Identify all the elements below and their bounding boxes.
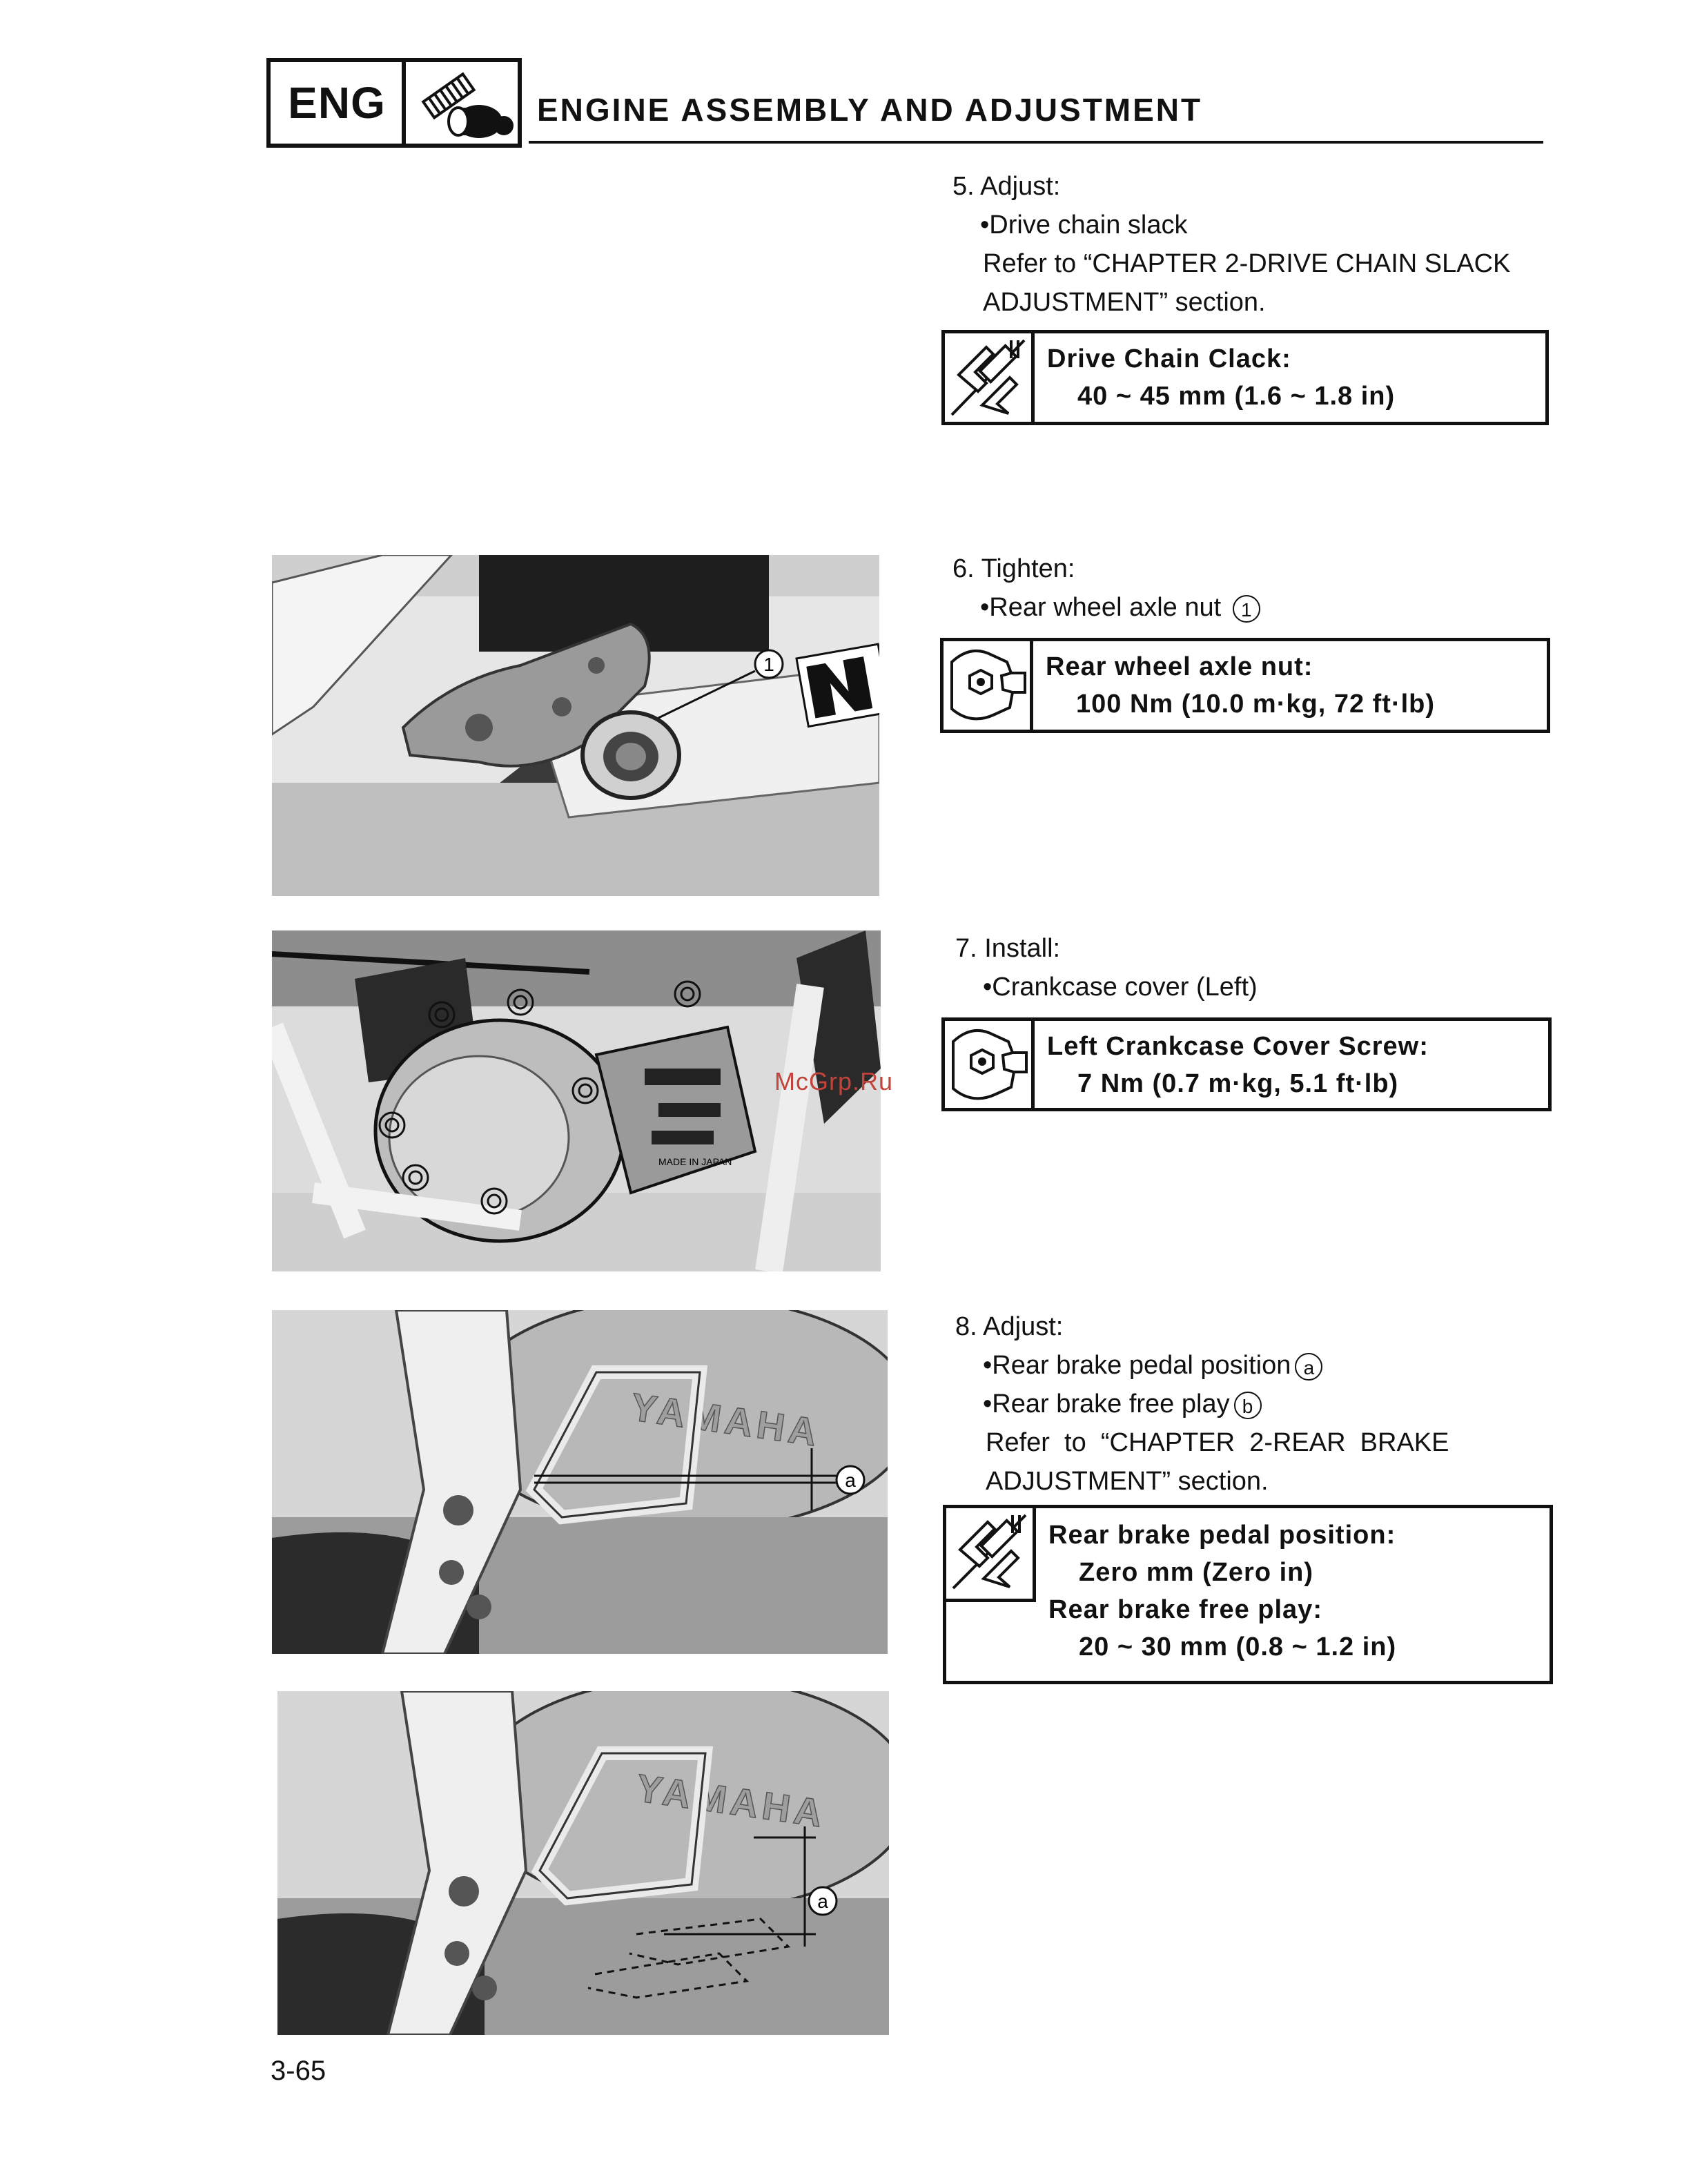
callout-marker: b — [1233, 1391, 1262, 1419]
spec-value: 40 ~ 45 mm (1.6 ~ 1.8 in) — [1077, 382, 1396, 411]
engine-assembly-icon — [410, 66, 520, 144]
callout-marker: a — [1295, 1352, 1323, 1381]
step-7-item: •Crankcase cover (Left) — [983, 973, 1258, 1002]
step-6-item-text: •Rear wheel axle nut — [980, 593, 1222, 622]
step-5-title: 5. Adjust: — [952, 172, 1061, 201]
spec-label: Rear wheel axle nut: — [1046, 652, 1313, 681]
photo-brake-free-play: YAMAHA a — [277, 1691, 889, 2035]
spec-value: 7 Nm (0.7 m·kg, 5.1 ft·lb) — [1077, 1069, 1399, 1098]
photo-callout-marker: a — [817, 1891, 828, 1912]
spec-value-pedal-position: Zero mm (Zero in) — [1079, 1558, 1314, 1587]
spec-box-axle-nut: Rear wheel axle nut: 100 Nm (10.0 m·kg, … — [940, 638, 1550, 733]
step-8-item-2-text: •Rear brake free play — [983, 1390, 1230, 1418]
spec-value-free-play: 20 ~ 30 mm (0.8 ~ 1.2 in) — [1079, 1632, 1397, 1661]
spec-label-pedal-position: Rear brake pedal position: — [1048, 1521, 1396, 1550]
photo-callout-marker: 1 — [763, 654, 774, 675]
section-tag-divider — [402, 58, 406, 148]
section-tag-box — [266, 58, 522, 148]
step-8-item-1-text: •Rear brake pedal position — [983, 1351, 1291, 1380]
callout-marker: 1 — [1232, 594, 1260, 623]
spec-box-crankcase-screw: Left Crankcase Cover Screw: 7 Nm (0.7 m·… — [941, 1017, 1552, 1111]
vernier-caliper-icon — [946, 1508, 1036, 1602]
spec-value: 100 Nm (10.0 m·kg, 72 ft·lb) — [1076, 690, 1436, 719]
spec-label: Drive Chain Clack: — [1047, 344, 1291, 373]
page-title: ENGINE ASSEMBLY AND ADJUSTMENT — [537, 92, 1203, 128]
torque-wrench-icon — [944, 641, 1033, 730]
photo-callout-marker: a — [845, 1470, 856, 1491]
vernier-caliper-icon — [945, 333, 1035, 422]
spec-box-rear-brake: Rear brake pedal position: Zero mm (Zero… — [943, 1505, 1553, 1684]
step-7-title: 7. Install: — [955, 934, 1061, 963]
photo-crankcase-cover: MADE IN JAPAN — [272, 930, 881, 1271]
photo-rear-axle-nut: 1 — [272, 555, 879, 896]
spec-label: Left Crankcase Cover Screw: — [1047, 1032, 1429, 1061]
step-8-refer-line-2: ADJUSTMENT” section. — [986, 1467, 1269, 1496]
photo-brake-pedal-position: YAMAHA a — [272, 1310, 888, 1654]
torque-wrench-icon — [945, 1021, 1035, 1108]
photo-label: MADE IN JAPAN — [658, 1156, 732, 1167]
step-5-refer-line-2: ADJUSTMENT” section. — [983, 288, 1266, 317]
step-6-item: •Rear wheel axle nut 1 — [952, 588, 1260, 627]
page-number: 3-65 — [271, 2056, 326, 2086]
spec-box-drive-chain: Drive Chain Clack: 40 ~ 45 mm (1.6 ~ 1.8… — [941, 330, 1549, 425]
watermark: McGrp.Ru — [774, 1067, 894, 1095]
step-8-title: 8. Adjust: — [955, 1312, 1064, 1341]
step-6-title: 6. Tighten: — [952, 554, 1075, 583]
step-5-item: •Drive chain slack — [980, 211, 1188, 240]
step-7-block: 7. Install: •Crankcase cover (Left) — [955, 929, 1258, 1006]
spec-label-free-play: Rear brake free play: — [1048, 1595, 1322, 1624]
step-5-refer-line-1: Refer to “CHAPTER 2-DRIVE CHAIN SLACK — [983, 249, 1511, 278]
step-8-refer-line-1: Refer to “CHAPTER 2-REAR BRAKE — [986, 1428, 1449, 1457]
step-5-block: 5. Adjust: •Drive chain slack Refer to “… — [952, 167, 1510, 322]
step-6-block: 6. Tighten: •Rear wheel axle nut 1 — [952, 549, 1260, 627]
section-tag: ENG — [288, 78, 386, 128]
header-rule — [529, 141, 1543, 144]
